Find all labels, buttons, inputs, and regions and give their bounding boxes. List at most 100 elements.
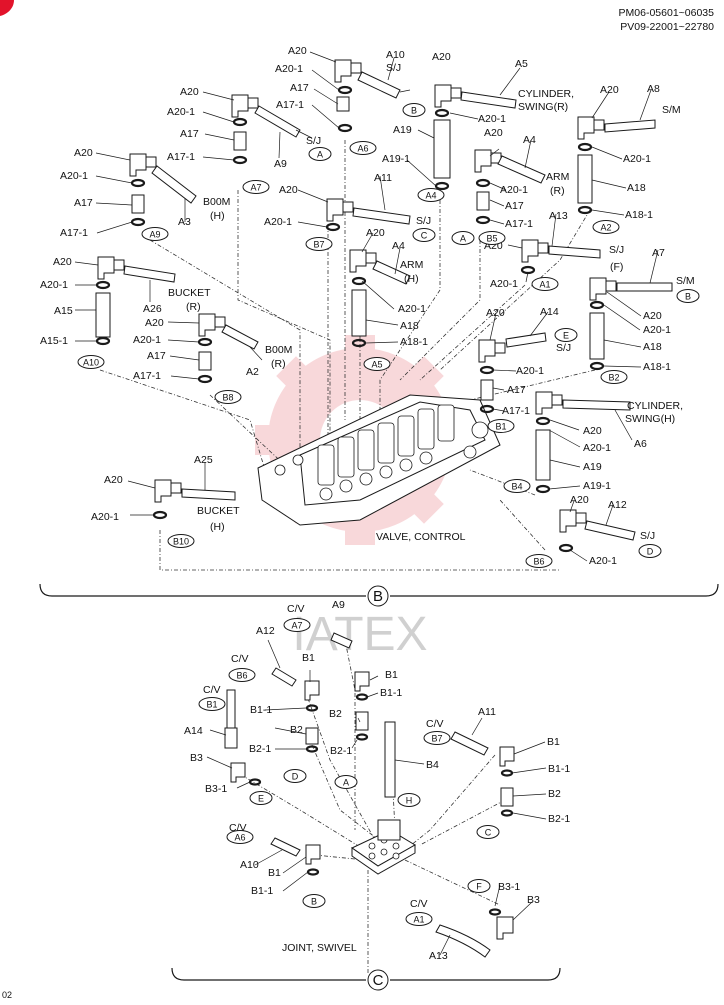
elbow-fitting [434,84,462,108]
part-label: A4 [392,240,405,252]
elbow-fitting [129,153,157,177]
corner-mark-icon [0,0,14,16]
callout-bubble-label: B1 [206,700,217,710]
callout-bubble: C [412,228,436,242]
part-label: A20 [104,474,123,486]
part-label: B00M [203,196,230,208]
callout-bubble: C [476,825,500,839]
part-label: A4 [523,134,536,146]
part-label: A20-1 [516,365,544,377]
elbow-fitting [559,509,587,533]
part-label: (H) [210,521,225,533]
part-label: A20 [366,227,385,239]
part-label: A13 [549,210,568,222]
part-label: B3-1 [498,881,520,893]
part-label: S/M [662,104,681,116]
elbow-fitting [231,94,259,118]
callout-bubble: B1 [198,697,226,711]
part-label: A2 [246,366,259,378]
callout-bubble-label: A [317,150,323,160]
callout-bubble: A7 [242,180,270,194]
part-label: B1-1 [251,885,273,897]
part-label: B1-1 [380,687,402,699]
callout-bubble-label: E [563,331,569,341]
part-label: A18 [643,341,662,353]
part-label: A17-1 [167,151,195,163]
callout-bubble: A4 [417,188,445,202]
part-label: A19-1 [382,153,410,165]
valve-label: VALVE, CONTROL [376,531,466,543]
part-label: A17-1 [133,370,161,382]
part-label: A18-1 [625,209,653,221]
part-label: A20-1 [623,153,651,165]
part-label: B1 [385,669,398,681]
leader-lines [206,639,547,956]
callout-bubble: A [451,231,475,245]
part-label: A17-1 [276,99,304,111]
dashed-guide-lines [232,639,506,975]
section-c-marker-label: C [373,972,384,989]
part-label: BUCKET [197,505,240,517]
callout-bubble-label: B6 [236,671,247,681]
part-label: S/J [609,244,624,256]
part-label: C/V [287,603,305,615]
part-label: B3 [190,752,203,764]
part-label: A20 [288,45,307,57]
callout-bubble: A6 [349,141,377,155]
callout-bubble: A10 [77,355,105,369]
part-label: C/V [203,684,221,696]
part-label: B4 [426,759,439,771]
page-number: 02 [2,990,12,1000]
part-label: A20 [583,425,602,437]
part-label: A20-1 [60,170,88,182]
part-label: A17 [74,197,93,209]
part-label: A20-1 [490,278,518,290]
callout-bubble-label: B6 [533,557,544,567]
callout-bubble: E [249,791,273,805]
callout-bubble: B4 [503,479,531,493]
part-label: A17 [180,128,199,140]
callout-bubble-label: B7 [431,734,442,744]
elbow-fitting [535,391,563,415]
callout-bubble-label: A7 [291,621,302,631]
callout-bubble-label: D [292,772,299,782]
elbow-fitting [474,149,502,173]
part-label: A8 [647,83,660,95]
callout-bubble: B5 [478,231,506,245]
callout-bubble-label: B [685,292,691,302]
part-label: A20-1 [478,113,506,125]
part-label: A20-1 [583,442,611,454]
section-c: JOINT, SWIVEL [171,599,570,991]
swivel-fittings [224,632,515,958]
hoses [123,71,673,541]
part-label: A9 [332,599,345,611]
callout-bubble: H [397,793,421,807]
part-label: A20-1 [643,324,671,336]
callout-bubble: B2 [600,370,628,384]
callout-bubble-label: A1 [539,280,550,290]
part-label: CYLINDER, [518,88,574,100]
part-label: (H) [210,210,225,222]
part-label: A19 [583,461,602,473]
part-label: A18 [627,182,646,194]
callout-bubble-label: B [411,106,417,116]
elbow-fitting [349,249,377,273]
callout-bubble: B7 [423,731,451,745]
section-c-bracket [390,967,561,981]
part-label: B2-1 [330,745,352,757]
callout-bubble-label: A4 [425,191,436,201]
part-label: (H) [404,273,419,285]
part-label: A17-1 [505,218,533,230]
callout-bubble-label: B10 [173,537,189,547]
part-label: A3 [178,216,191,228]
callout-bubble-label: A2 [600,223,611,233]
callout-bubble-label: A9 [149,230,160,240]
part-label: SWING(H) [625,413,675,425]
part-label: A20-1 [589,555,617,567]
part-label: B1-1 [548,763,570,775]
part-label: A14 [184,725,203,737]
part-label: (R) [271,358,286,370]
callout-bubble: A1 [405,912,433,926]
